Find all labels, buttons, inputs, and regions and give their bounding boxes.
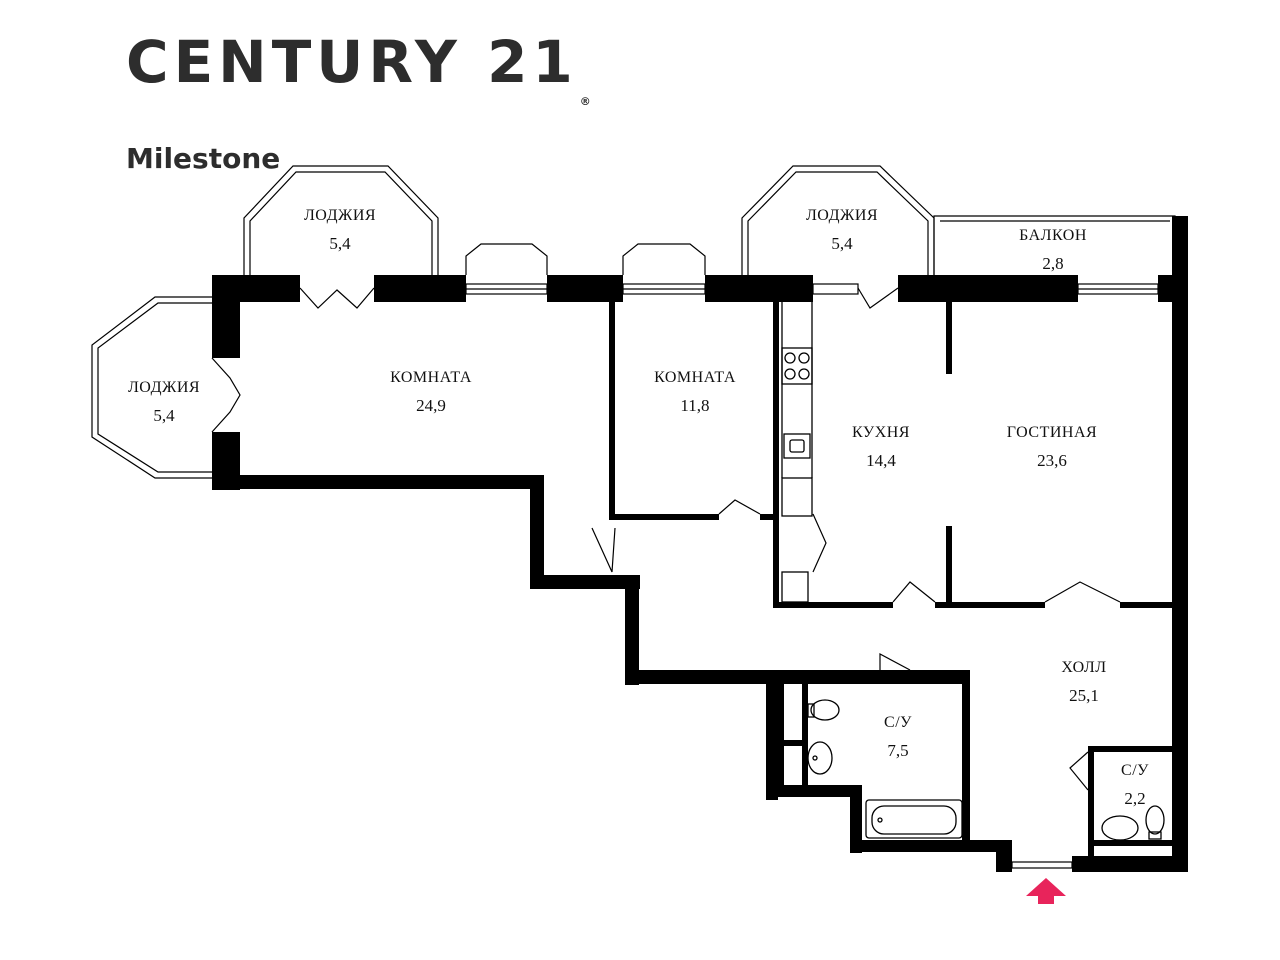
sink-icon [783, 433, 811, 459]
washbasin-icon [807, 741, 1139, 841]
kitchen-cabinets [781, 477, 813, 603]
room-small-bedroom: КОМНАТА 11,8 [654, 369, 736, 415]
bay-window-1 [465, 243, 548, 275]
bay-window-2 [622, 243, 706, 275]
brand-name: CENTURY 21® [126, 30, 591, 134]
brand-logo: CENTURY 21® Milestone [126, 30, 591, 175]
room-kitchen: КУХНЯ 14,4 [852, 424, 910, 470]
room-balcony: БАЛКОН 2,8 [1019, 227, 1087, 273]
brand-office: Milestone [126, 142, 281, 175]
walls [212, 216, 1188, 872]
toilet-icon [807, 699, 1165, 840]
room-loggia-top-right: ЛОДЖИЯ 5,4 [805, 207, 879, 253]
fixtures [781, 302, 1165, 841]
kitchen-counter [781, 302, 813, 478]
room-bathroom-large: С/У 7,5 [884, 714, 912, 760]
doors [211, 287, 1121, 791]
room-loggia-top-left: ЛОДЖИЯ 5,4 [303, 207, 377, 253]
room-loggia-left: ЛОДЖИЯ 5,4 [127, 379, 201, 425]
loggia-left-outline [91, 296, 212, 479]
stove-icon [781, 347, 813, 385]
room-hall: ХОЛЛ 25,1 [1061, 659, 1107, 705]
bathtub-icon [865, 799, 963, 839]
registered-mark: ® [579, 95, 591, 108]
room-large-bedroom: КОМНАТА 24,9 [390, 369, 472, 415]
loggia-top-left-outline [243, 165, 439, 275]
room-bathroom-small: С/У 2,2 [1121, 762, 1149, 808]
room-living: ГОСТИНАЯ 23,6 [1006, 424, 1098, 470]
entrance-arrow-icon [1026, 878, 1066, 904]
